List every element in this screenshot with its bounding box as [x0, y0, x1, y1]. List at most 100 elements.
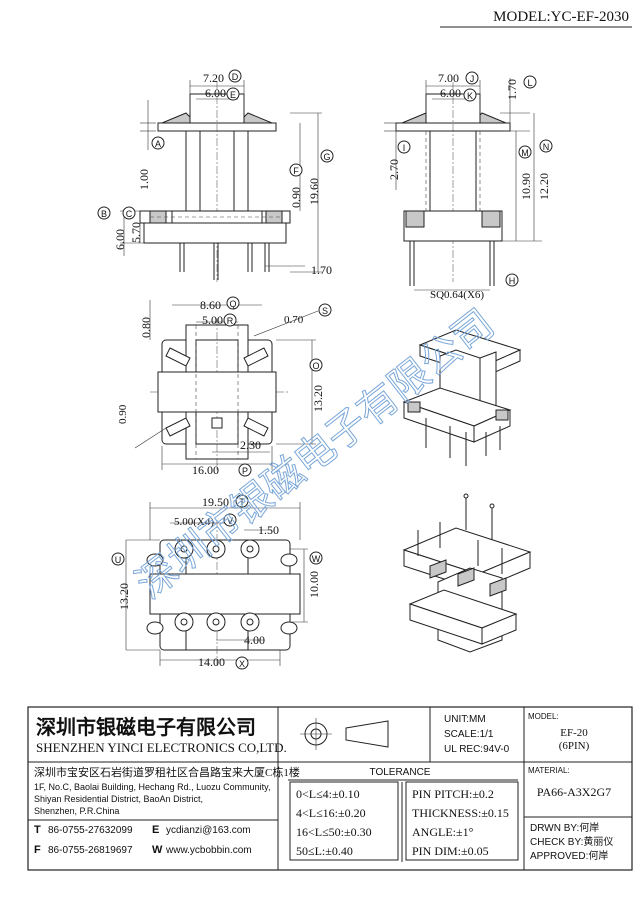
svg-text:D: D [232, 72, 239, 82]
tol-right-2: THICKNESS:±0.15 [412, 806, 509, 820]
svg-text:P: P [242, 466, 248, 476]
material-value: PA66-A3X2G7 [537, 785, 611, 799]
svg-text:L: L [527, 78, 532, 88]
iso-view-top [402, 329, 522, 466]
svg-text:A: A [155, 139, 161, 149]
svg-text:N: N [543, 142, 550, 152]
dim-l: 1.70 [505, 79, 519, 100]
svg-text:F: F [293, 166, 299, 176]
svg-text:V: V [227, 516, 233, 526]
label-t: T [235, 494, 249, 508]
dim-p1: 2.30 [240, 438, 261, 452]
label-a: A [151, 136, 165, 150]
dim-p: 16.00 [192, 463, 219, 477]
dim-o: 13.20 [311, 385, 325, 412]
dim-top: 0.80 [139, 317, 153, 338]
svg-text:Q: Q [229, 299, 236, 309]
label-j: J [465, 71, 479, 85]
svg-text:S: S [322, 306, 328, 316]
label-x: X [235, 656, 249, 670]
ul-rec: UL REC:94V-0 [444, 744, 510, 755]
dim-n: 12.20 [537, 173, 551, 200]
bottom-view: 19.50 5.00(X4) 1.50 13.20 10.00 4.00 14.… [117, 495, 321, 669]
label-s: S [318, 303, 332, 317]
model-value: EF-20 [560, 727, 588, 739]
dim-v: 5.00(X4) [174, 516, 214, 528]
dim-u: 13.20 [117, 583, 131, 610]
model-label: MODEL: [528, 712, 559, 721]
tol-left-3: 16<L≤50:±0.30 [296, 825, 372, 839]
dim-t: 19.50 [202, 495, 229, 509]
svg-text:M: M [521, 148, 529, 158]
company-name-en: SHENZHEN YINCI ELECTRONICS CO,LTD. [36, 740, 287, 755]
label-c: C [122, 206, 136, 220]
label-w: W [309, 551, 323, 565]
address-en-2: Shiyan Residential District, BaoAn Distr… [34, 794, 203, 804]
address-en-1: 1F, No.C, Baolai Building, Hechang Rd., … [34, 782, 270, 792]
svg-text:E: E [230, 90, 236, 100]
label-d: D [228, 69, 242, 83]
approved-by: APPROVED:何岸 [530, 849, 608, 862]
unit: UNIT:MM [444, 714, 486, 725]
svg-text:X: X [239, 659, 245, 669]
dim-c: 5.70 [129, 222, 143, 243]
label-m: M [518, 145, 532, 159]
dim-y: 4.00 [244, 633, 265, 647]
svg-text:W: W [312, 554, 321, 564]
dim-k: 6.00 [440, 86, 461, 100]
dim-x: 14.00 [198, 655, 225, 669]
projection-symbol-icon [300, 718, 389, 750]
scale: SCALE:1/1 [444, 729, 494, 740]
dim-b: 6.00 [113, 229, 127, 250]
dim-w: 10.00 [307, 571, 321, 598]
web-label: W [152, 844, 163, 856]
iso-view-bottom [402, 493, 532, 653]
tol-right-4: PIN DIM:±0.05 [412, 844, 489, 858]
label-v: V [223, 513, 237, 527]
label-l: L [523, 75, 537, 89]
label-f: F [289, 163, 303, 177]
email-label: E [152, 824, 159, 836]
dim-h: 1.70 [311, 263, 332, 277]
dim-sq: SQ0.64(X6) [430, 289, 484, 301]
tolerance-title: TOLERANCE [370, 767, 431, 778]
dim-pitch: 1.50 [258, 523, 279, 537]
label-u: U [111, 552, 125, 566]
dim-f: 0.90 [289, 187, 303, 208]
dim-left: 0.90 [117, 404, 129, 424]
dim-r: 5.00 [202, 313, 223, 327]
model-title: MODEL:YC-EF-2030 [493, 9, 629, 25]
label-b: B [97, 206, 111, 220]
label-g: G [320, 149, 334, 163]
drawn-by: DRWN BY:何岸 [530, 821, 599, 834]
svg-text:C: C [126, 209, 133, 219]
label-q: Q [226, 296, 240, 310]
label-o: O [309, 358, 323, 372]
dim-j: 7.00 [438, 71, 459, 85]
svg-text:I: I [403, 143, 406, 153]
company-name-cn: 深圳市银磁电子有限公司 [36, 715, 256, 739]
tol-right-1: PIN PITCH:±0.2 [412, 787, 494, 801]
dim-g: 19.60 [307, 178, 321, 205]
label-i: I [397, 140, 411, 154]
svg-text:H: H [509, 276, 516, 286]
address-cn: 深圳市宝安区石岩街道罗租社区合昌路宝来大厦C栋1楼 [34, 765, 300, 779]
label-e: E [226, 87, 240, 101]
title-block: 深圳市银磁电子有限公司 SHENZHEN YINCI ELECTRONICS C… [27, 706, 633, 871]
tol-left-4: 50≤L:±0.40 [296, 844, 353, 858]
svg-text:R: R [227, 316, 234, 326]
tel-label: T [34, 824, 41, 836]
svg-text:G: G [323, 152, 330, 162]
callout-labels: A B C D E F G H I J K L M N O P Q R S T … [97, 69, 553, 670]
top-view: 8.60 5.00 0.70 0.80 13.20 0.90 2.30 16.0… [117, 298, 325, 477]
svg-text:B: B [101, 209, 107, 219]
svg-text:K: K [467, 91, 473, 101]
svg-text:J: J [470, 74, 475, 84]
tel: 86-0755-27632099 [48, 825, 133, 836]
fax-label: F [34, 844, 41, 856]
web: www.ycbobbin.com [165, 845, 252, 856]
dim-e: 6.00 [205, 86, 226, 100]
label-r: R [223, 313, 237, 327]
side-view: 7.00 6.00 1.70 2.70 10.90 12.20 SQ0.64(X… [384, 71, 551, 301]
